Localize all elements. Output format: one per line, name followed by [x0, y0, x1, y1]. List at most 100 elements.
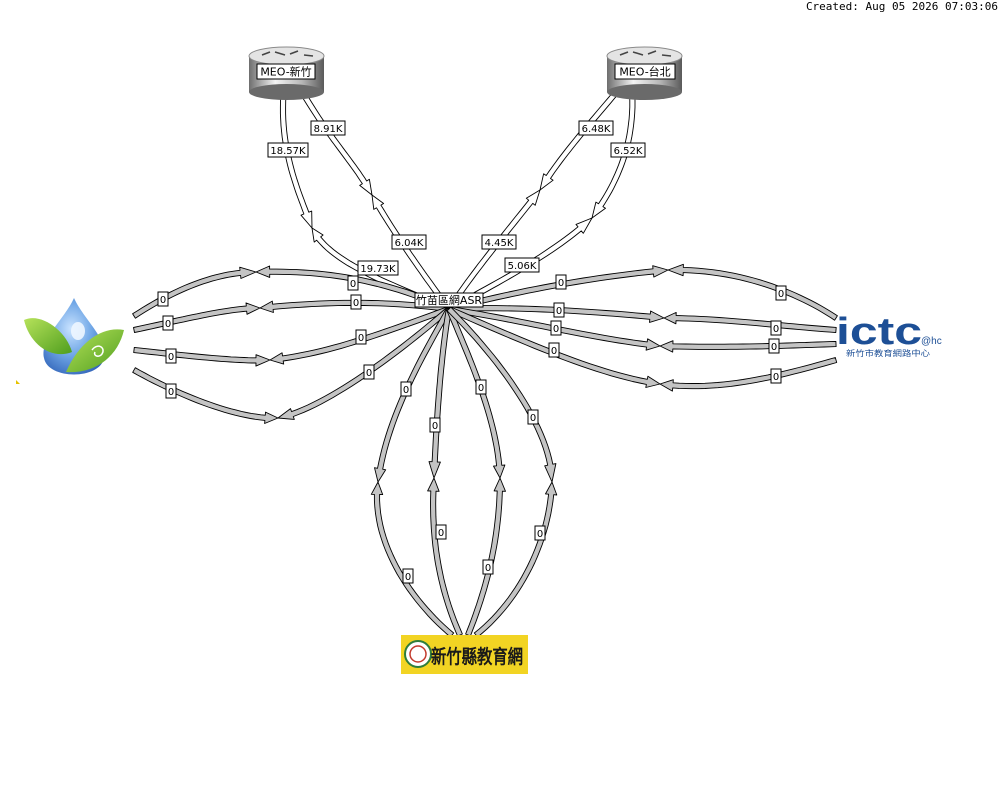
link-left-2-label-out: 0 — [350, 294, 362, 310]
svg-text:0: 0 — [350, 279, 356, 290]
svg-text:0: 0 — [165, 319, 171, 330]
link-meo-hsinchu-inner-half-out — [371, 194, 452, 311]
link-right-1-half-out — [447, 265, 669, 312]
link-bottom-3-label-in: 0 — [482, 559, 494, 575]
svg-text:0: 0 — [478, 383, 484, 394]
svg-text:4.45K: 4.45K — [485, 238, 514, 249]
svg-text:0: 0 — [778, 289, 784, 300]
link-meo-taipei-inner-half-in — [539, 85, 623, 191]
link-right-2-label-in: 0 — [770, 320, 782, 336]
svg-text:0: 0 — [771, 342, 777, 353]
svg-text:6.48K: 6.48K — [582, 124, 611, 135]
link-bottom-4-label-in: 0 — [534, 525, 546, 541]
ictc-logo-text: ictc — [836, 311, 922, 353]
link-right-2-half-in — [663, 311, 837, 334]
svg-text:6.52K: 6.52K — [614, 146, 643, 157]
link-bottom-1[interactable] — [370, 307, 455, 638]
link-left-1-label-out: 0 — [347, 275, 359, 291]
link-left-4-label-in: 0 — [165, 383, 177, 399]
svg-text:0: 0 — [485, 563, 491, 574]
link-left-3-label-in: 0 — [165, 348, 177, 364]
link-bottom-2-label-out: 0 — [429, 417, 441, 433]
svg-text:0: 0 — [551, 346, 557, 357]
link-bottom-2[interactable] — [427, 308, 463, 637]
link-meo-hsinchu-outer-half-in — [279, 87, 313, 229]
svg-text:0: 0 — [530, 413, 536, 424]
link-left-1-label-in: 0 — [157, 291, 169, 307]
link-bottom-2-half-out — [428, 308, 453, 479]
svg-text:6.04K: 6.04K — [395, 238, 424, 249]
link-left-3[interactable] — [133, 306, 451, 367]
link-right-1-half-in — [667, 263, 838, 321]
link-right-1-label-in: 0 — [775, 285, 787, 301]
link-bottom-2-label-in: 0 — [435, 524, 447, 540]
svg-text:0: 0 — [403, 385, 409, 396]
svg-text:18.57K: 18.57K — [270, 146, 306, 157]
svg-text:0: 0 — [537, 529, 543, 540]
link-bottom-1-half-in — [370, 481, 455, 638]
svg-text:5.06K: 5.06K — [508, 261, 537, 272]
link-bottom-4[interactable] — [446, 306, 558, 638]
node-ictc-logo[interactable]: ictc @hc 新竹市教育網路中心 — [836, 311, 942, 358]
node-asr[interactable]: 竹苗區網ASR — [414, 292, 484, 308]
svg-text:0: 0 — [160, 295, 166, 306]
svg-text:0: 0 — [366, 368, 372, 379]
link-meo-hsinchu-inner-label-in: 8.91K — [310, 120, 346, 136]
link-right-1[interactable] — [447, 263, 838, 321]
svg-text:19.73K: 19.73K — [360, 264, 396, 275]
link-left-3-label-out: 0 — [355, 329, 367, 345]
node-hcedu-logo[interactable]: 新竹縣教育網 — [401, 635, 528, 674]
svg-text:0: 0 — [168, 352, 174, 363]
svg-text:0: 0 — [405, 572, 411, 583]
link-right-3-label-in: 0 — [768, 338, 780, 354]
router-meo-hsinchu[interactable]: MEO-新竹 — [248, 46, 325, 100]
link-left-3-half-out — [269, 306, 451, 365]
link-right-2-half-out — [448, 305, 665, 323]
svg-text:0: 0 — [773, 372, 779, 383]
link-bottom-3[interactable] — [446, 307, 506, 637]
link-right-4-label-out: 0 — [548, 342, 560, 358]
router-meo-taipei[interactable]: MEO-台北 — [606, 46, 683, 100]
link-bottom-1-half-out — [374, 307, 452, 483]
link-right-3-half-in — [659, 340, 837, 353]
link-bottom-4-half-out — [446, 306, 557, 483]
link-left-4-label-out: 0 — [363, 364, 375, 380]
link-bottom-3-half-out — [446, 307, 506, 479]
hcedu-logo-text: 新竹縣教育網 — [431, 645, 523, 668]
link-left-1-half-in — [132, 266, 257, 319]
node-label-asr: 竹苗區網ASR — [416, 293, 483, 307]
node-water-drop-logo[interactable] — [16, 298, 124, 384]
link-right-4-half-in — [659, 357, 838, 392]
link-meo-taipei-inner-label-out: 4.45K — [481, 234, 517, 250]
svg-text:8.91K: 8.91K — [314, 124, 343, 135]
router-arrows-icon — [261, 50, 314, 57]
link-left-2-label-in: 0 — [162, 315, 174, 331]
link-meo-hsinchu-inner-label-out: 6.04K — [391, 234, 427, 250]
emblem-icon — [404, 640, 432, 668]
svg-text:0: 0 — [773, 324, 779, 335]
link-bottom-4-half-in — [473, 481, 558, 638]
created-timestamp: Created: Aug 05 2026 07:03:06 — [805, 0, 998, 13]
link-meo-hsinchu-outer-label-in: 18.57K — [267, 142, 309, 158]
leaf-icon — [24, 318, 72, 355]
node-label-meo-taipei: MEO-台北 — [619, 65, 670, 79]
svg-text:0: 0 — [558, 278, 564, 289]
svg-text:0: 0 — [168, 387, 174, 398]
link-meo-taipei-outer-half-out — [447, 217, 593, 312]
svg-text:0: 0 — [358, 333, 364, 344]
link-bottom-1-label-in: 0 — [402, 568, 414, 584]
link-right-2-label-out: 0 — [553, 302, 565, 318]
link-left-2-half-out — [259, 299, 450, 313]
link-meo-taipei-inner-label-in: 6.48K — [578, 120, 614, 136]
node-label-meo-hsinchu: MEO-新竹 — [260, 65, 311, 79]
svg-text:0: 0 — [553, 324, 559, 335]
link-bottom-2-half-in — [427, 477, 463, 637]
link-right-4-half-out — [447, 306, 661, 388]
link-bottom-3-label-out: 0 — [475, 379, 487, 395]
link-left-4-half-in — [132, 367, 279, 424]
link-left-4[interactable] — [132, 306, 452, 424]
leaf-icon — [66, 329, 124, 373]
link-left-1[interactable] — [132, 265, 451, 319]
link-meo-taipei-outer-label-out: 5.06K — [504, 257, 540, 273]
links-layer — [132, 85, 838, 638]
